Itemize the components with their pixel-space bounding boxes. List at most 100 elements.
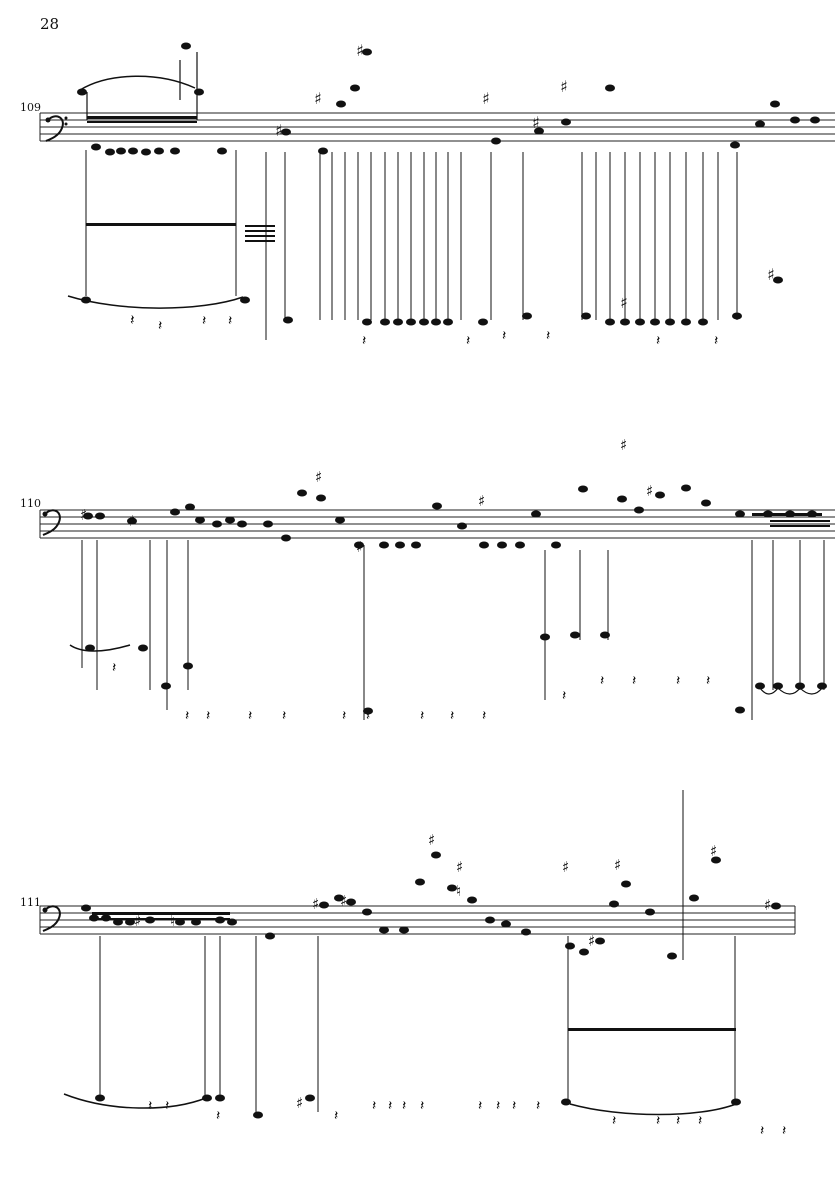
svg-text:𝄽: 𝄽 xyxy=(466,333,470,349)
sharp-icon: ♯ ♯ ♯ ♯ ♯ ♯ ♯ xyxy=(80,436,653,556)
system-109: 109 xyxy=(0,0,835,390)
svg-text:♯: ♯ xyxy=(134,912,141,930)
svg-text:𝄽: 𝄽 xyxy=(420,708,424,724)
svg-text:𝄽: 𝄽 xyxy=(482,708,486,724)
notes-run xyxy=(83,484,817,549)
svg-text:♯: ♯ xyxy=(588,932,595,950)
svg-text:𝄽: 𝄽 xyxy=(450,708,454,724)
staff-system-1: ♯ ♯ ♯ ♯ ♯ ♯ ♯ ♯ xyxy=(39,41,835,349)
staff-system-3: ♯ ♯ ♯ ♯ ♯ ♯ ♯ ♯ ♯ ♯ ♯ ♮ ♮ xyxy=(39,790,796,1139)
svg-text:𝄽: 𝄽 xyxy=(372,1098,376,1114)
measure-number-109: 109 xyxy=(20,101,41,114)
svg-text:♯: ♯ xyxy=(560,77,568,96)
lower-voice xyxy=(67,276,783,326)
svg-text:𝄽: 𝄽 xyxy=(600,673,604,689)
svg-text:𝄽: 𝄽 xyxy=(546,328,550,344)
svg-text:♯: ♯ xyxy=(614,856,621,874)
system-110: 110 xyxy=(0,390,835,760)
svg-text:𝄽: 𝄽 xyxy=(706,673,710,689)
svg-text:𝄽: 𝄽 xyxy=(206,708,210,724)
svg-text:𝄽: 𝄽 xyxy=(760,1123,764,1139)
svg-text:𝄽: 𝄽 xyxy=(112,660,116,676)
svg-text:𝄽: 𝄽 xyxy=(676,1113,680,1129)
svg-text:♯: ♯ xyxy=(532,113,540,132)
svg-text:♯: ♯ xyxy=(620,293,628,312)
svg-text:𝄽: 𝄽 xyxy=(782,1123,786,1139)
svg-text:𝄽: 𝄽 xyxy=(536,1098,540,1114)
svg-text:♯: ♯ xyxy=(356,538,363,556)
svg-text:♯: ♯ xyxy=(340,892,347,910)
svg-text:𝄽: 𝄽 xyxy=(130,311,135,329)
svg-text:𝄽: 𝄽 xyxy=(562,688,566,704)
bass-clef-icon xyxy=(42,509,61,536)
svg-text:♯: ♯ xyxy=(767,265,775,284)
svg-text:𝄽: 𝄽 xyxy=(612,1113,616,1129)
svg-text:𝄽: 𝄽 xyxy=(676,673,680,689)
measure-number-110: 110 xyxy=(20,497,41,510)
svg-text:𝄽: 𝄽 xyxy=(478,1098,482,1114)
svg-text:𝄽: 𝄽 xyxy=(342,708,346,724)
svg-text:𝄽: 𝄽 xyxy=(502,328,506,344)
svg-text:𝄽: 𝄽 xyxy=(402,1098,406,1114)
svg-text:♮: ♮ xyxy=(456,882,461,900)
svg-text:♯: ♯ xyxy=(314,89,322,108)
page-number: 28 xyxy=(40,15,60,33)
quarter-rest-icon: 𝄽 𝄽 𝄽 𝄽 𝄽 𝄽 𝄽 𝄽 𝄽 𝄽 𝄽 𝄽 𝄽 𝄽 𝄽 𝄽 𝄽 𝄽 xyxy=(148,1098,786,1139)
svg-text:♯: ♯ xyxy=(312,895,319,913)
svg-text:♯: ♯ xyxy=(482,89,490,108)
svg-text:𝄽: 𝄽 xyxy=(698,1113,702,1129)
svg-text:𝄽: 𝄽 xyxy=(512,1098,516,1114)
svg-text:𝄽: 𝄽 xyxy=(158,318,162,334)
natural-icon: ♮ ♮ xyxy=(170,882,461,930)
notes-run xyxy=(81,851,781,960)
upper-voice xyxy=(77,42,204,123)
svg-text:𝄽: 𝄽 xyxy=(185,708,189,724)
svg-text:♯: ♯ xyxy=(315,468,322,486)
svg-text:𝄽: 𝄽 xyxy=(656,333,660,349)
ledger-stacks xyxy=(92,790,736,1112)
svg-text:♯: ♯ xyxy=(478,492,485,510)
svg-text:♯: ♯ xyxy=(128,512,135,530)
svg-text:𝄽: 𝄽 xyxy=(282,708,286,724)
svg-text:♮: ♮ xyxy=(170,912,175,930)
svg-text:♯: ♯ xyxy=(456,858,463,876)
bass-clef-icon xyxy=(42,905,61,932)
quarter-rest-icon: 𝄽 𝄽 𝄽 𝄽 𝄽 𝄽 𝄽 𝄽 𝄽 𝄽 xyxy=(130,311,718,349)
staff-lines xyxy=(39,112,835,142)
svg-text:𝄽: 𝄽 xyxy=(496,1098,500,1114)
lower-voice xyxy=(63,1093,741,1119)
svg-text:𝄽: 𝄽 xyxy=(362,333,366,349)
staff-lines xyxy=(39,509,835,539)
svg-text:𝄽: 𝄽 xyxy=(148,1098,152,1114)
svg-text:♯: ♯ xyxy=(562,858,569,876)
ledger-stacks xyxy=(81,513,830,720)
svg-text:𝄽: 𝄽 xyxy=(334,1108,338,1124)
svg-text:♯: ♯ xyxy=(764,896,771,914)
svg-text:𝄽: 𝄽 xyxy=(202,313,206,329)
svg-text:♯: ♯ xyxy=(646,482,653,500)
ledger-stacks xyxy=(85,150,738,340)
staff-system-2: ♯ ♯ ♯ ♯ ♯ ♯ ♯ xyxy=(39,436,835,724)
svg-text:𝄽: 𝄽 xyxy=(366,708,370,724)
svg-text:𝄽: 𝄽 xyxy=(632,673,636,689)
svg-text:♯: ♯ xyxy=(620,436,627,454)
svg-text:♯: ♯ xyxy=(80,506,87,524)
svg-text:𝄽: 𝄽 xyxy=(388,1098,392,1114)
notes-run xyxy=(91,48,820,156)
sharp-icon: ♯ ♯ ♯ ♯ ♯ ♯ ♯ ♯ ♯ ♯ ♯ xyxy=(134,831,771,1112)
svg-text:♯: ♯ xyxy=(275,121,283,140)
svg-text:𝄽: 𝄽 xyxy=(228,313,232,329)
svg-text:𝄽: 𝄽 xyxy=(248,708,252,724)
system-111: 111 xyxy=(0,760,835,1181)
svg-text:𝄽: 𝄽 xyxy=(656,1113,660,1129)
svg-text:♯: ♯ xyxy=(356,41,364,60)
svg-text:𝄽: 𝄽 xyxy=(714,333,718,349)
svg-text:♯: ♯ xyxy=(428,831,435,849)
svg-text:𝄽: 𝄽 xyxy=(216,1108,220,1124)
measure-number-111: 111 xyxy=(20,896,41,909)
svg-text:𝄽: 𝄽 xyxy=(420,1098,424,1114)
svg-text:♯: ♯ xyxy=(710,842,717,860)
svg-text:♯: ♯ xyxy=(296,1094,303,1112)
sharp-icon: ♯ ♯ ♯ ♯ ♯ ♯ ♯ ♯ xyxy=(275,41,775,312)
quarter-rest-icon: 𝄽 𝄽 𝄽 𝄽 𝄽 𝄽 𝄽 𝄽 𝄽 𝄽 𝄽 𝄽 𝄽 𝄽 𝄽 xyxy=(112,660,710,724)
